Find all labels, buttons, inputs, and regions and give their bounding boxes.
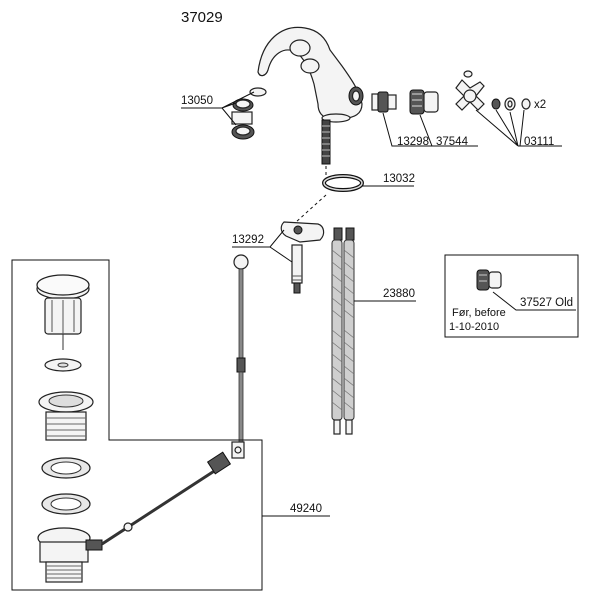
label-fixing-kit: 13292 [232,234,264,246]
waste-pivot-rod [101,441,245,546]
label-aerator: 13050 [181,95,213,107]
waste-flange [38,391,94,441]
old-cartridge-box [444,254,579,338]
diagram-title: 37029 [181,9,223,26]
cartridge [409,89,439,115]
leader-cartridge [419,114,478,147]
label-o-ring: 13032 [383,173,415,185]
label-hoses: 23880 [383,288,415,300]
assembly-line [295,166,327,223]
waste-washer-small [44,358,82,372]
aerator-parts [231,87,267,140]
cross-handle [455,70,485,111]
label-handle-parts: 03111 [524,136,554,148]
waste-body [37,527,103,583]
leader-aerator [181,91,255,126]
waste-plug [36,274,90,350]
note-line-2: 1-10-2010 [449,321,499,333]
waste-washer [41,493,91,515]
waste-rubber-washer [41,457,91,479]
leader-cartridge-seat [382,112,433,147]
fixing-kit [280,221,325,294]
leader-fixing-kit [232,229,293,263]
label-cartridge: 37544 [436,136,469,148]
faucet-body [257,26,364,123]
label-old-cartridge: 37527 Old [520,297,573,309]
leader-old-cartridge [492,291,576,311]
flex-hoses [331,227,355,435]
lift-rod [233,254,249,443]
leader-handle-parts [475,109,562,147]
label-waste: 49240 [290,503,322,515]
handle-small-parts [491,97,531,111]
mounting-rod [321,119,331,165]
label-cartridge-seat: 13298 [397,136,429,148]
label-handle-qty: x2 [534,99,546,111]
o-ring [322,174,364,192]
cartridge-seat [371,91,397,113]
waste-kit-frame [11,259,263,591]
note-line-1: Før, before [452,307,506,319]
